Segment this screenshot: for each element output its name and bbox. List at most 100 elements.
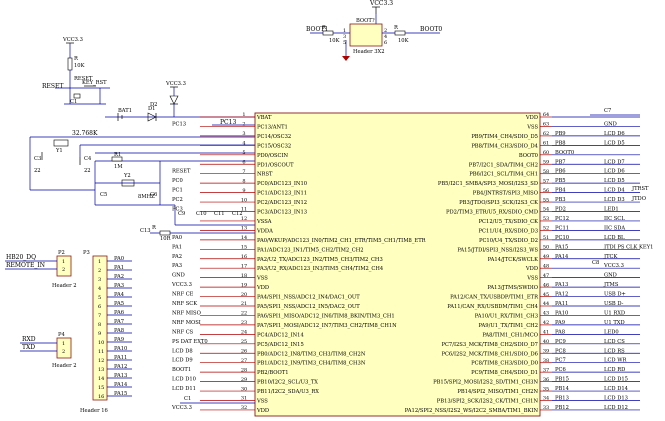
mcu-chip: [254, 112, 541, 417]
header-p3-pin-number: 4: [98, 286, 101, 292]
mcu-right-pin-number: 35: [543, 386, 549, 392]
ground-icon: [342, 56, 350, 61]
mcu-left-pin-name: PA4/SPI1_NSS/ADC12_IN4/DAC1_OUT: [257, 295, 360, 301]
mcu-right-net-label: LCD RS: [604, 348, 625, 354]
mcu-left-pin-number: 2: [242, 122, 245, 128]
mcu-right-net-label: IIC SCL: [604, 216, 625, 222]
mcu-right-net-label: U1 RXD: [604, 310, 625, 316]
mcu-left-pin-name: PC4/ADC12_IN14: [257, 332, 304, 338]
mcu-right-pin-number: 41: [543, 330, 549, 336]
mcu-right-net-label: GND: [604, 273, 617, 279]
svg-text:3: 3: [343, 34, 346, 40]
mcu-right-pin-name: PB9/TIM4_CH4/SDIO_D5: [471, 134, 538, 140]
mcu-right-net-label: LCD D6: [604, 131, 625, 137]
crystal32-label: 32.768K: [72, 130, 98, 137]
header-p3-net-label: PA9: [114, 337, 124, 343]
mcu-right-net-label: LCD D6: [604, 169, 625, 175]
header-p3-pin-number: 10: [98, 340, 104, 346]
mcu-left-pin-name: PB10/I2C2_SCL/U3_TX: [257, 380, 318, 386]
mcu-right-net-label: LCD D14: [604, 386, 629, 392]
mcu-right-port-label: PA9: [555, 320, 565, 326]
mcu-left-pin-name: PD1/OSCOUT: [257, 162, 294, 168]
header-p3-body: [92, 255, 108, 401]
reset-net-label: RESET: [74, 76, 93, 82]
mcu-left-net-label: NRF MOSI: [172, 320, 201, 326]
battery-label: BAT1: [118, 108, 132, 114]
mcu-left-pin-name: VDDA: [256, 228, 273, 234]
reset-cap-label: C1: [70, 99, 77, 105]
boot1-resistor-ref: R: [322, 25, 327, 31]
mcu-left-pin-number: 15: [241, 245, 247, 251]
cap-c8: C8: [592, 260, 599, 266]
mcu-left-pin-number: 31: [241, 396, 247, 402]
header-p3-net-label: PA5: [114, 301, 124, 307]
vdda-resistor-ref: R: [152, 225, 157, 231]
mcu-right-pin-name: PC10/U4_TX/SDIO_D2: [479, 238, 538, 244]
header-p4-body: [56, 337, 72, 359]
mcu-right-net-label: LCD CS: [604, 339, 625, 345]
mcu-right-pin-name: PB15/SPI2_MOSI/I2S2_SD/TIM1_CH3N: [433, 380, 538, 386]
mcu-left-pin-number: 30: [241, 386, 247, 392]
mcu-right-net-label: LCD D13: [604, 396, 628, 402]
mcu-right-port-label: PC10: [555, 235, 569, 241]
mcu-left-pin-number: 10: [241, 197, 247, 203]
mcu-right-pin-number: 40: [543, 339, 549, 345]
header-p3-pin-number: 3: [98, 277, 101, 283]
mcu-right-port-label: PC11: [555, 225, 569, 231]
mcu-right-pin-name: PC6/I2S2_MCK/TIM8_CH1/SDIO_D6: [441, 351, 538, 357]
reset-out-label: RESET: [42, 83, 63, 90]
mcu-left-pin-name: VSSA: [256, 219, 272, 225]
mcu-left-net-label: NRF MISO: [172, 310, 201, 316]
header-p2-net-1: HB20_DQ: [6, 254, 36, 261]
header-p3-net-label: PA12: [114, 364, 127, 370]
mcu-right-pin-number: 47: [543, 273, 549, 279]
mcu-right-pin-number: 36: [543, 377, 549, 383]
mcu-right-pin-number: 48: [543, 263, 549, 269]
vdda-resistor-value: 10R: [160, 236, 172, 242]
mcu-right-net-label: LED1: [604, 207, 619, 213]
jtdo-label: JTDO: [631, 196, 646, 202]
diode1-label: D1: [148, 106, 155, 112]
mcu-right-pin-name: PB13/SPI2_SCK/I2S2_CK/TIM1_CH1N: [437, 399, 539, 405]
mcu-left-pin-number: 21: [241, 301, 247, 307]
mcu-right-pin-number: 46: [543, 282, 549, 288]
header-p3-pin-number: 12: [98, 358, 104, 364]
svg-text:6: 6: [384, 40, 387, 46]
boot1-net-label: BOOT1: [306, 26, 328, 33]
mcu-left-net-label: PC0: [172, 178, 183, 184]
mcu-right-net-label: LCD D3: [604, 197, 625, 203]
crystal32-ref: Y1: [55, 148, 63, 154]
mcu-right-extras: JTRST JTDO C7 C8: [590, 108, 649, 266]
mcu-right-pin-number: 51: [543, 235, 549, 241]
mcu-left-pin-number: 19: [241, 282, 247, 288]
crystal32-cap2: C4: [84, 156, 92, 162]
mcu-right-port-label: PB12: [555, 405, 569, 411]
crystal8-ref: Y2: [123, 173, 131, 179]
mcu-left-pin-name: PC15/OSC32: [257, 143, 291, 149]
mcu-right-net-label: LCD D15: [604, 377, 628, 383]
mcu-right-port-label: PA13: [555, 282, 568, 288]
mcu-right-port-label: PB4: [555, 188, 566, 194]
cap-c7: C7: [604, 108, 611, 114]
header-p3-net-label: PA1: [114, 265, 124, 271]
mcu-left-pin-name: PC3/ADC123_IN13: [257, 210, 307, 216]
mcu-right-port-label: PB3: [555, 197, 566, 203]
mcu-right-pin-number: 53: [543, 216, 549, 222]
header-p3-net-label: PA14: [114, 382, 128, 388]
mcu-left-net-label: PA3: [172, 263, 182, 269]
svg-text:2: 2: [62, 349, 65, 355]
crystal32-cap1: C3: [34, 156, 41, 162]
crystal8-resistor-ref: R1: [114, 152, 121, 158]
svg-text:5: 5: [343, 40, 346, 46]
mcu-right-net-label: U1 TXD: [604, 320, 625, 326]
mcu-right-net-label: IIC SDA: [604, 225, 625, 231]
mcu-left-pin-number: 12: [241, 216, 247, 222]
mcu-right-net-label: LCD WR: [604, 358, 628, 364]
cap-c10: C10: [196, 211, 207, 217]
mcu-right-pin-number: 61: [543, 141, 549, 147]
mcu-right-pin-name: PA14/JTCK/SWCLK: [488, 257, 539, 263]
mcu-right-pin-name: PC12/U5_TX/SDIO_CK: [479, 219, 539, 225]
mcu-right-port-label: PD2: [555, 207, 566, 213]
